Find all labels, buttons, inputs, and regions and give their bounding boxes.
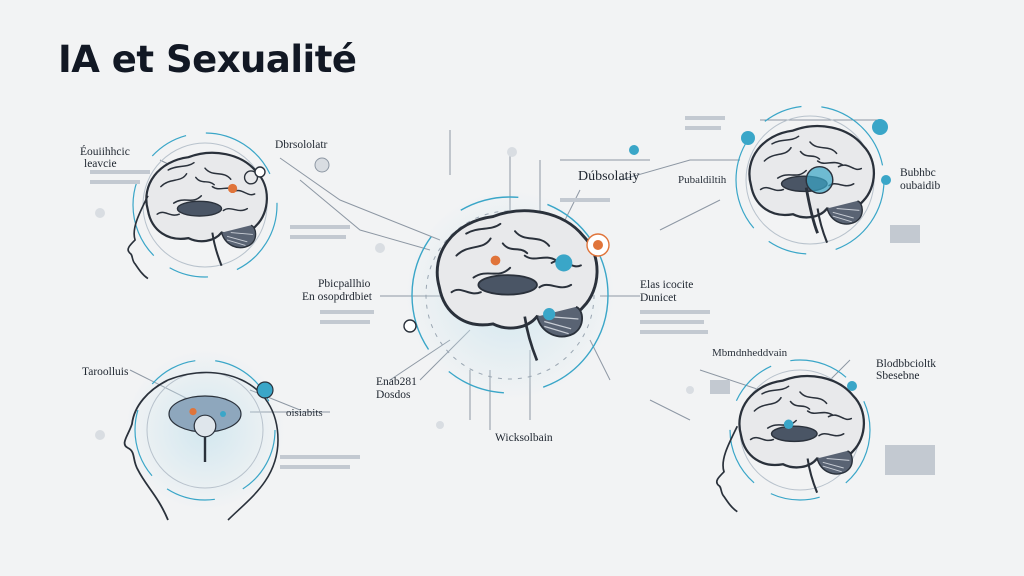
label-bc-a: Enab281 [376, 376, 417, 388]
label-br-c: Sbesebne [876, 370, 919, 382]
label-br-b: Blodbbcioltk [876, 358, 936, 370]
label-center-top: Dúbsolatiy [578, 169, 639, 184]
label-tr-b: oubaidib [900, 180, 940, 192]
brain-bottom-left [168, 395, 242, 463]
brain-top-left [127, 151, 268, 280]
label-bc-b: Dosdos [376, 389, 411, 401]
label-cr-b: Dunicet [640, 292, 677, 304]
label-bc-c: Wicksolbain [495, 432, 553, 444]
label-tl-a: Éouiihhcic [80, 144, 130, 158]
brain-center [435, 209, 599, 362]
decor-text-blocks [90, 116, 935, 475]
label-tl-b: leavcie [84, 158, 117, 170]
label-bl-b: oisiabits [286, 407, 323, 419]
head-profile-bottom-left [123, 371, 279, 521]
brain-bottom-right [715, 374, 866, 513]
label-cr-a: Elas icocite [640, 279, 693, 291]
label-cl-b: En osopdrdbiet [302, 291, 373, 303]
label-tl-c: Dbrsololatr [275, 139, 328, 151]
diagram-labels: Éouiihhcic leavcie Dbrsololatr Dúbsolati… [80, 139, 940, 444]
label-center-top2: Pubaldiltih [678, 174, 727, 186]
connector-nodes [95, 119, 891, 440]
label-cl-a: Pbicpallhio [318, 278, 371, 290]
page-title: IA et Sexualité [58, 38, 357, 81]
brain-top-right [748, 124, 876, 244]
label-br-a: Mbmdnheddvain [712, 347, 788, 359]
label-bl-a: Taroolluis [82, 366, 129, 378]
label-tr-a: Bubhbc [900, 167, 936, 179]
